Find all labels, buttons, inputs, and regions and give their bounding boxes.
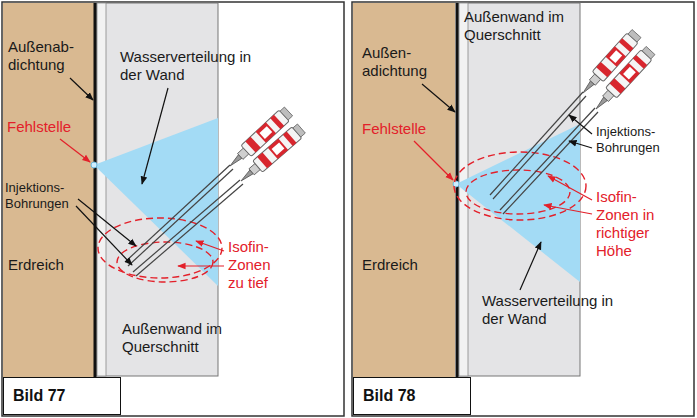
- label: Außen- adichtung: [362, 44, 434, 80]
- label: Isofin- Zonen zu tief: [228, 238, 288, 292]
- label: Erdreich: [362, 256, 442, 274]
- label: Injektions- Bohrungen: [5, 180, 91, 211]
- figure-number: Bild 78: [363, 387, 415, 405]
- panel-left: [2, 2, 344, 416]
- red-leader-lines: [414, 141, 592, 214]
- label: Außenab- dichtung: [8, 38, 88, 74]
- label: Außenwand im Querschnitt: [464, 8, 572, 44]
- panel-right: [352, 2, 694, 416]
- panel-frame: [352, 2, 694, 416]
- leader-lines: [422, 84, 592, 290]
- figure-number-box: Bild 77: [3, 377, 121, 415]
- cartridge: [591, 45, 657, 114]
- label: Wasserverteilung in der Wand: [120, 48, 252, 84]
- label: Fehlstelle: [7, 118, 87, 136]
- cartridge: [236, 123, 306, 187]
- defect: [91, 162, 97, 168]
- panel-frame: [2, 2, 344, 416]
- label: Injektions- Bohrungen: [596, 124, 688, 155]
- water-spread: [94, 118, 218, 286]
- wall-layer: [97, 3, 106, 376]
- figure-number: Bild 77: [13, 387, 65, 405]
- water-spread: [456, 124, 580, 282]
- label: Außenwand im Querschnitt: [122, 320, 230, 356]
- isofin-zones: [98, 218, 222, 282]
- figure-number-box: Bild 78: [353, 377, 471, 415]
- sealing: [94, 3, 97, 415]
- label: Erdreich: [8, 256, 88, 274]
- leader-lines: [70, 78, 168, 265]
- label: Fehlstelle: [362, 120, 442, 138]
- drill-holes: [490, 92, 598, 214]
- sealing: [456, 3, 459, 415]
- red-leader-lines: [60, 139, 224, 266]
- soil: [3, 3, 94, 415]
- label: Isofin- Zonen in richtiger Höhe: [596, 188, 670, 260]
- label: Wasserverteilung in der Wand: [482, 292, 614, 328]
- soil: [353, 3, 455, 415]
